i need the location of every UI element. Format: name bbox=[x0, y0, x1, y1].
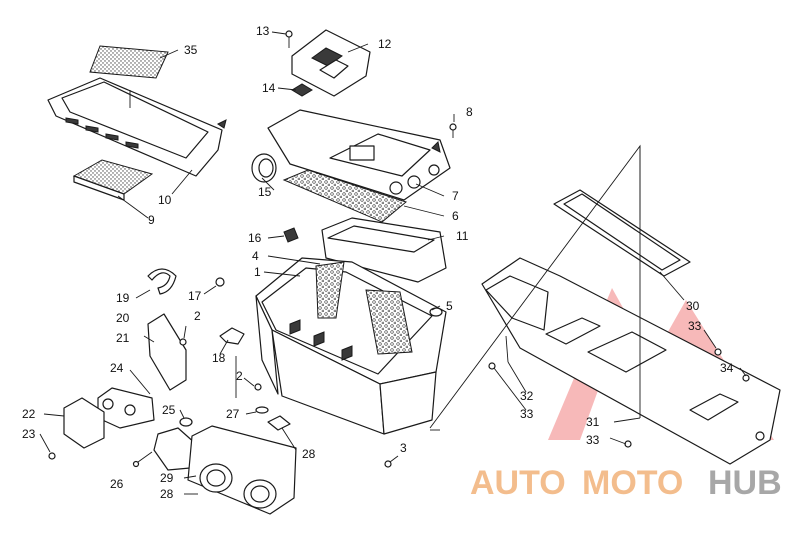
callout-23: 23 bbox=[22, 427, 36, 441]
part-31-air-intake-housing bbox=[481, 257, 781, 465]
part-29-intake-duct bbox=[153, 425, 297, 515]
part-32-rod bbox=[505, 335, 509, 363]
callout-28-lower: 28 bbox=[160, 487, 174, 501]
watermark-moto: MOTO bbox=[582, 464, 683, 502]
callout-12: 12 bbox=[378, 37, 392, 51]
callout-25: 25 bbox=[162, 403, 176, 417]
callout-1: 1 bbox=[254, 265, 261, 279]
callout-21: 21 bbox=[116, 331, 130, 345]
part-14-plate bbox=[291, 83, 313, 97]
watermark-auto: AUTO bbox=[470, 464, 566, 502]
part-25-sleeve bbox=[179, 417, 193, 427]
part-19-clamp bbox=[147, 268, 177, 295]
part-34-screw bbox=[742, 374, 750, 382]
part-26-screw bbox=[132, 451, 153, 468]
callout-2-lower: 2 bbox=[236, 369, 243, 383]
callout-24: 24 bbox=[110, 361, 124, 375]
callout-19: 19 bbox=[116, 291, 130, 305]
callout-14: 14 bbox=[262, 81, 276, 95]
callout-6: 6 bbox=[452, 209, 459, 223]
part-7-upper-housing bbox=[267, 109, 451, 201]
part-12-control-module bbox=[291, 29, 371, 97]
part-17-grommet bbox=[215, 277, 225, 287]
callout-15: 15 bbox=[258, 185, 272, 199]
part-15-ring bbox=[251, 153, 277, 183]
part-16-clip bbox=[283, 227, 299, 243]
part-13-bolt bbox=[285, 30, 293, 48]
part-5-flange bbox=[429, 307, 443, 317]
part-3-bolt bbox=[384, 460, 392, 468]
part-30-gasket bbox=[553, 189, 691, 277]
callout-28-upper: 28 bbox=[302, 447, 316, 461]
part-23-screw bbox=[48, 452, 56, 460]
callout-27: 27 bbox=[226, 407, 240, 421]
callout-9: 9 bbox=[148, 213, 155, 227]
part-18-bracket bbox=[219, 327, 245, 345]
callout-10: 10 bbox=[158, 193, 172, 207]
part-33-screws bbox=[488, 348, 722, 448]
callout-7: 7 bbox=[452, 189, 459, 203]
callout-labels: 35 10 9 13 12 14 15 8 7 6 16 4 11 1 5 17… bbox=[22, 24, 734, 501]
callout-5: 5 bbox=[446, 299, 453, 313]
part-20-bracket-plate bbox=[147, 313, 187, 391]
assembly-bracket-lines bbox=[235, 144, 641, 431]
callout-33-right: 33 bbox=[688, 319, 702, 333]
callout-20: 20 bbox=[116, 311, 130, 325]
callout-18: 18 bbox=[212, 351, 226, 365]
part-10-silencer-cover bbox=[47, 77, 227, 177]
callout-17: 17 bbox=[188, 289, 202, 303]
callout-26: 26 bbox=[110, 477, 124, 491]
callout-33-bottom: 33 bbox=[586, 433, 600, 447]
leader-lines bbox=[39, 31, 747, 495]
callout-13: 13 bbox=[256, 24, 270, 38]
part-2-bolts bbox=[179, 338, 262, 391]
callout-11: 11 bbox=[456, 229, 469, 243]
automotohub-watermark-text: AUTO MOTO HUB bbox=[470, 464, 782, 502]
callout-31: 31 bbox=[586, 415, 600, 429]
callout-8: 8 bbox=[466, 105, 473, 119]
callout-33-left: 33 bbox=[520, 407, 534, 421]
part-8-bolt bbox=[449, 123, 457, 138]
part-35-grille bbox=[89, 45, 169, 79]
callout-22: 22 bbox=[22, 407, 36, 421]
part-24-throttle-body bbox=[97, 387, 155, 429]
part-11-filter-box-top bbox=[321, 217, 447, 283]
callout-32: 32 bbox=[520, 389, 534, 403]
callout-2-upper: 2 bbox=[194, 309, 201, 323]
callout-4: 4 bbox=[252, 249, 259, 263]
part-28-clip-upper bbox=[267, 415, 291, 431]
part-22-module-box bbox=[63, 397, 105, 449]
watermark-hub: HUB bbox=[708, 464, 782, 502]
part-6-foam-gasket bbox=[282, 169, 408, 223]
part-1-main-airbox bbox=[255, 257, 447, 435]
callout-30: 30 bbox=[686, 299, 700, 313]
callout-3: 3 bbox=[400, 441, 407, 455]
part-9-filter-pad bbox=[72, 159, 154, 201]
part-27-spring bbox=[255, 406, 269, 414]
callout-35: 35 bbox=[184, 43, 198, 57]
callout-34: 34 bbox=[720, 361, 734, 375]
callout-16: 16 bbox=[248, 231, 262, 245]
callout-29: 29 bbox=[160, 471, 174, 485]
